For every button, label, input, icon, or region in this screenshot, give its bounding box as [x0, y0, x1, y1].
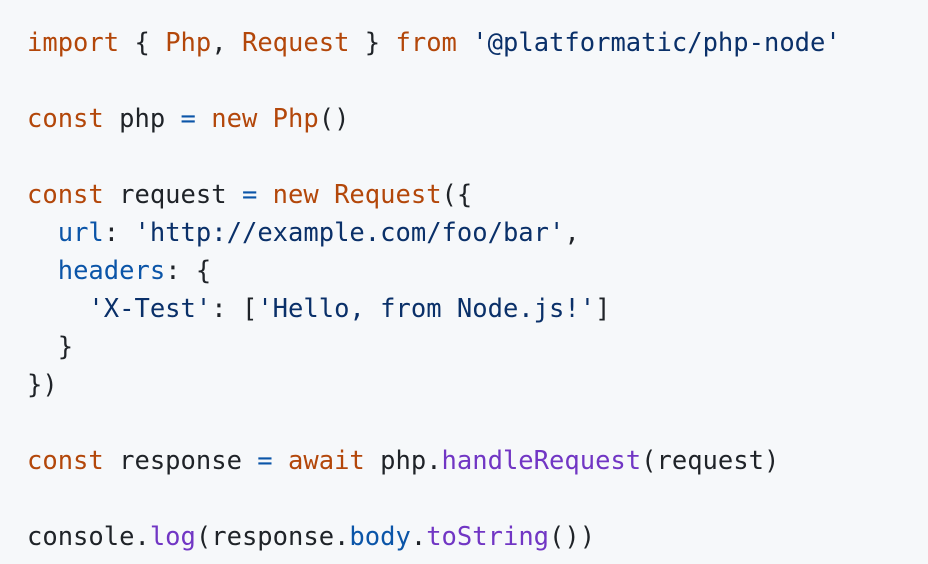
code-token-cls: Php — [165, 28, 212, 58]
code-line: url: 'http://example.com/foo/bar', — [27, 214, 928, 252]
code-token-prop: body — [349, 522, 411, 552]
code-token-kw: import — [27, 28, 120, 58]
code-token-cls: Request — [334, 180, 442, 210]
code-token-fn: log — [149, 522, 196, 552]
code-token-str: 'X-Test' — [88, 294, 212, 324]
code-token-plain: , — [211, 28, 242, 58]
code-line: const request = new Request({ — [27, 176, 928, 214]
code-line: console.log(response.body.toString()) — [27, 518, 928, 556]
code-token-plain: { — [119, 28, 166, 58]
code-line: 'X-Test': ['Hello, from Node.js!'] — [27, 290, 928, 328]
code-token-plain: (response. — [195, 522, 350, 552]
code-token-plain — [257, 104, 272, 134]
code-token-kw: const — [27, 446, 104, 476]
code-token-plain: : { — [165, 256, 212, 286]
code-token-plain: ()) — [549, 522, 596, 552]
code-token-plain — [27, 218, 58, 248]
code-token-plain: response — [103, 446, 258, 476]
code-token-plain: ] — [595, 294, 611, 324]
code-line: ​ — [27, 62, 928, 100]
code-token-op: = — [241, 180, 258, 210]
code-token-plain — [257, 180, 272, 210]
code-line: const response = await php.handleRequest… — [27, 442, 928, 480]
code-token-plain: } — [27, 332, 74, 362]
code-token-plain: () — [318, 104, 350, 134]
code-token-plain: , — [564, 218, 580, 248]
code-line: ​ — [27, 138, 928, 176]
code-line: ​ — [27, 404, 928, 442]
code-token-plain — [196, 104, 211, 134]
code-token-fn: toString — [426, 522, 550, 552]
code-token-plain: console. — [27, 522, 150, 552]
code-line: headers: { — [27, 252, 928, 290]
code-line: }) — [27, 366, 928, 404]
code-token-plain — [27, 294, 88, 324]
code-token-prop: headers — [57, 256, 166, 286]
code-token-plain — [319, 180, 334, 210]
code-token-plain: . — [410, 522, 427, 552]
code-token-fn: handleRequest — [441, 446, 642, 476]
code-token-kw: await — [288, 446, 365, 476]
code-token-plain: (request) — [641, 446, 780, 476]
code-line: ​ — [27, 480, 928, 518]
code-token-plain: : [ — [211, 294, 258, 324]
code-token-plain: : — [103, 218, 135, 248]
code-token-kw: from — [395, 28, 457, 58]
code-token-str: 'Hello, from Node.js!' — [257, 294, 596, 324]
code-token-plain — [273, 446, 288, 476]
code-line: import { Php, Request } from '@platforma… — [27, 24, 928, 62]
code-token-op: = — [180, 104, 196, 134]
code-token-kw: new — [211, 104, 258, 134]
code-token-kw: const — [27, 104, 104, 134]
code-token-plain: } — [349, 28, 396, 58]
code-token-plain — [457, 28, 472, 58]
code-token-cls: Request — [241, 28, 350, 58]
code-token-prop: url — [57, 218, 104, 248]
code-token-cls: Php — [272, 104, 319, 134]
code-token-kw: new — [272, 180, 319, 210]
code-token-plain: php — [103, 104, 181, 134]
code-token-str: 'http://example.com/foo/bar' — [134, 218, 565, 248]
code-token-op: = — [257, 446, 273, 476]
code-line: } — [27, 328, 928, 366]
code-token-kw: const — [27, 180, 104, 210]
code-token-plain: request — [103, 180, 242, 210]
code-token-plain: }) — [27, 370, 58, 400]
code-token-str: '@platformatic/php-node' — [472, 28, 841, 58]
code-token-plain: php. — [364, 446, 442, 476]
code-token-plain — [27, 256, 58, 286]
code-line: const php = new Php() — [27, 100, 928, 138]
code-token-plain: ({ — [441, 180, 473, 210]
